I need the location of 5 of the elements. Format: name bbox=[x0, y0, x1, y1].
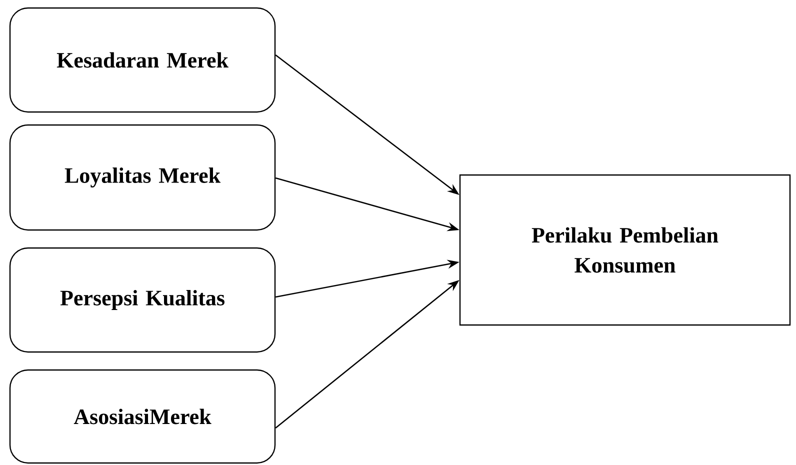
rounded-box: Loyalitas Merek bbox=[9, 124, 276, 231]
rounded-box: Kesadaran Merek bbox=[9, 7, 276, 113]
process-box: Perilaku Pembelian Konsumen bbox=[459, 174, 791, 326]
rounded-box: AsosiasiMerek bbox=[9, 369, 276, 464]
rounded-box: Persepsi Kualitas bbox=[9, 247, 276, 353]
